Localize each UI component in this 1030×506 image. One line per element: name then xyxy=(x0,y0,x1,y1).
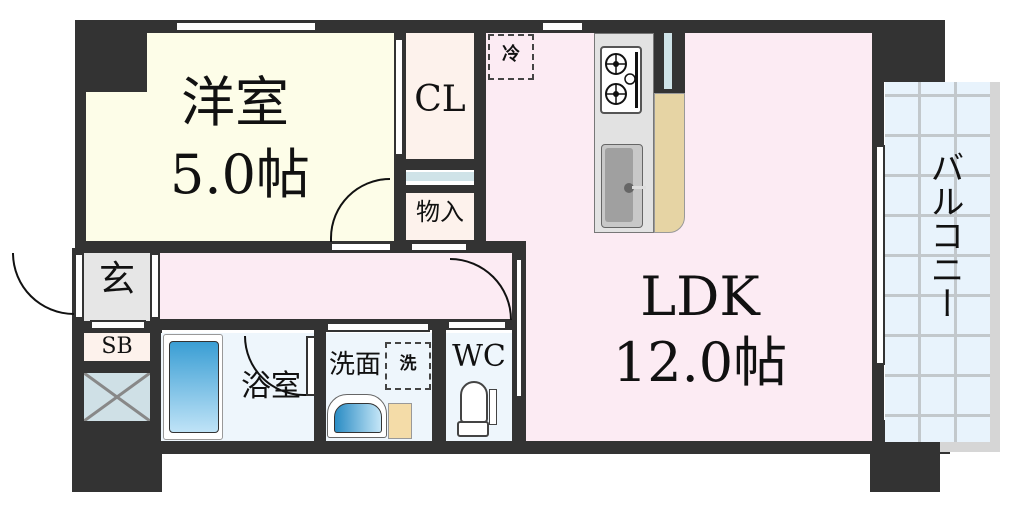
kitchen-counter xyxy=(594,33,654,233)
entrance-label: 玄 xyxy=(98,259,135,300)
wash-cabinet xyxy=(388,403,412,439)
entrance xyxy=(84,253,150,321)
wood-counter xyxy=(654,93,685,233)
door-wc-leaf[interactable] xyxy=(447,320,507,330)
door-entrance-leaf[interactable] xyxy=(74,253,84,319)
door-entrance[interactable] xyxy=(12,253,74,315)
closet-door[interactable] xyxy=(394,38,404,156)
window-western[interactable] xyxy=(175,21,317,32)
closet xyxy=(406,33,474,159)
shoe-box-label: SB xyxy=(101,334,133,359)
bathroom-label: 浴室 xyxy=(241,369,301,404)
column-top-left xyxy=(75,20,147,92)
window-balcony-door[interactable] xyxy=(875,145,885,365)
wall-storage-top xyxy=(400,185,480,193)
ldk-name: LDK xyxy=(640,265,760,328)
kitchen-duct xyxy=(654,33,685,93)
stove-icon xyxy=(600,46,642,114)
sink-icon xyxy=(601,144,646,228)
column-top-right xyxy=(870,20,945,82)
wall-wash-right xyxy=(432,325,446,445)
balcony xyxy=(885,82,990,442)
door-storage-leaf[interactable] xyxy=(410,242,468,252)
cross-icon xyxy=(84,373,150,421)
closet-duct xyxy=(406,172,474,181)
ldk-size: 12.0帖 xyxy=(612,331,788,394)
entrance-shoe-rack xyxy=(90,320,146,330)
western-room-lower xyxy=(86,92,156,241)
door-hall-leaf[interactable] xyxy=(150,253,160,319)
pipe-space xyxy=(84,373,150,421)
faucet-icon xyxy=(624,183,634,193)
fridge-label: 冷 xyxy=(502,44,520,65)
wall-bath-right xyxy=(314,325,326,445)
closet-label: CL xyxy=(414,79,466,120)
wall-closet-divider xyxy=(400,158,480,170)
window-wc[interactable] xyxy=(515,258,523,398)
bathtub-icon xyxy=(163,334,223,440)
balcony-label: バルコニー xyxy=(924,150,964,320)
window-kitchen[interactable] xyxy=(541,21,584,32)
storage-label: 物入 xyxy=(416,198,464,226)
balcony-rail-bottom xyxy=(940,442,1000,452)
ldk-lower xyxy=(526,240,872,441)
toilet-remote-icon xyxy=(489,389,497,425)
fridge-space xyxy=(488,34,534,80)
wall-bottom xyxy=(160,440,950,454)
storage xyxy=(406,193,474,240)
washbasin-icon xyxy=(327,394,387,438)
washer-label: 洗 xyxy=(399,354,417,374)
door-bath-leaf[interactable] xyxy=(306,336,316,396)
western-room-size: 5.0帖 xyxy=(170,143,310,206)
balcony-rail xyxy=(990,82,1000,452)
door-western-leaf[interactable] xyxy=(330,242,392,252)
western-room-name: 洋室 xyxy=(181,71,289,134)
shoe-box xyxy=(84,333,150,361)
washroom-label: 洗面 xyxy=(328,350,381,380)
toilet-label: WC xyxy=(452,339,506,374)
door-wash-sliding[interactable] xyxy=(326,322,430,332)
washer-space xyxy=(385,342,431,390)
toilet-icon xyxy=(457,381,497,437)
